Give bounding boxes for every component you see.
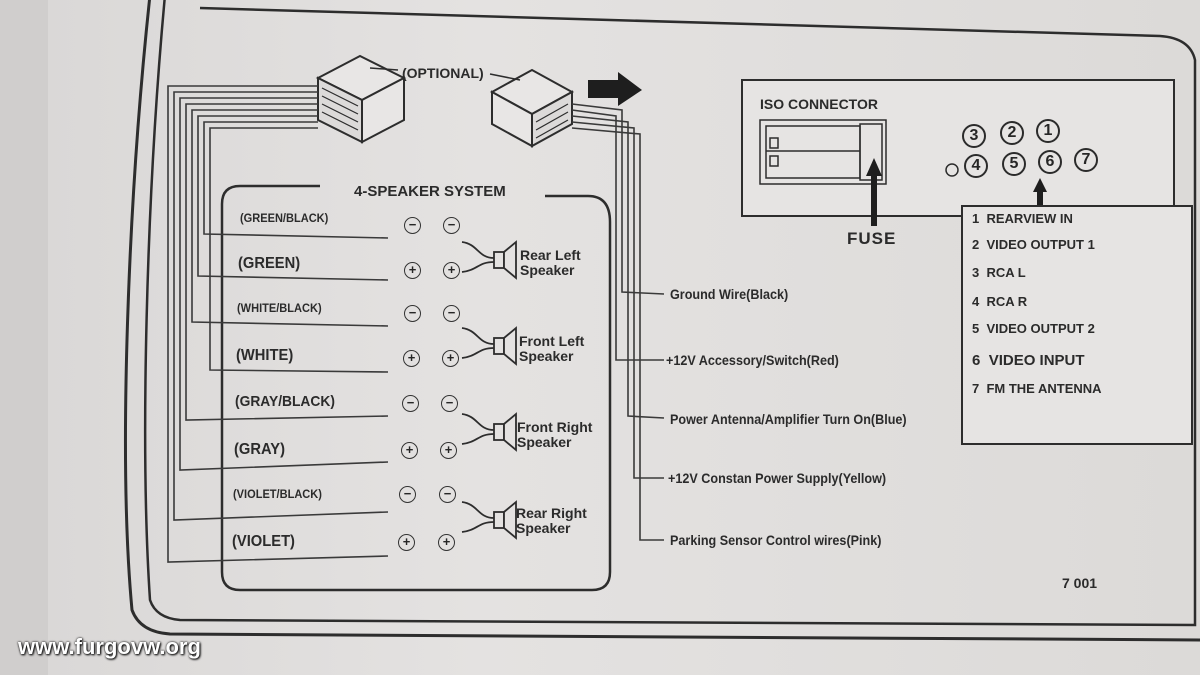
fuse-label: FUSE [847,229,897,248]
function-wire-bundle [571,103,665,541]
wire-label-violet: (VIOLET) [232,533,295,550]
speaker-icon-front-right [461,412,517,452]
wire-label-constant-power: +12V Constan Power Supply(Yellow) [668,470,887,486]
plus-icon: + [438,534,455,551]
minus-icon: − [402,395,419,412]
speaker-icon-front-left [461,326,517,366]
minus-icon: − [404,217,421,234]
plus-icon: + [398,534,415,551]
plus-icon: + [403,350,420,367]
wire-label-white-black: (WHITE/BLACK) [237,301,322,315]
iso-item: 5 VIDEO OUTPUT 2 [972,321,1095,336]
speaker-symbols [461,240,517,540]
iso-item: 2 VIDEO OUTPUT 1 [972,237,1095,252]
outer-frame [124,0,1200,642]
iso-item: 7 FM THE ANTENNA [972,381,1102,396]
speaker-system-title: 4-SPEAKER SYSTEM [350,184,510,199]
iso-item: 1 REARVIEW IN [972,211,1073,226]
inner-frame [143,0,1197,627]
pin-number-2: 2 [1000,121,1024,145]
plus-icon: + [443,262,460,279]
wire-label-ground: Ground Wire(Black) [670,286,789,302]
wire-label-violet-black: (VIOLET/BLACK) [233,487,322,501]
left-connector [315,54,407,144]
wire-label-green-black: (GREEN/BLACK) [240,211,329,225]
wire-label-gray-black: (GRAY/BLACK) [235,393,335,410]
plus-icon: + [440,442,457,459]
wire-label-white: (WHITE) [236,347,294,364]
small-dot [945,163,959,177]
minus-icon: − [439,486,456,503]
pin-number-6: 6 [1038,150,1062,174]
pin-number-3: 3 [962,124,986,148]
speaker-icon-rear-right [461,500,517,540]
pin-number-4: 4 [964,154,988,178]
page-edge [0,0,48,675]
speaker-system-box [220,184,612,592]
wire-label-power-antenna: Power Antenna/Amplifier Turn On(Blue) [670,411,907,427]
iso-legend-box [961,205,1193,445]
speaker-wire-bundle [167,85,389,563]
minus-icon: − [443,217,460,234]
iso-item: 3 RCA L [972,265,1026,280]
speaker-icon-rear-left [461,240,517,280]
optional-label: (OPTIONAL) [402,65,484,81]
iso-title: ISO CONNECTOR [760,96,878,112]
right-connector [489,68,575,148]
pin-number-1: 1 [1036,119,1060,143]
minus-icon: − [399,486,416,503]
fuse-arrow [866,158,882,226]
wire-label-parking-sensor: Parking Sensor Control wires(Pink) [670,532,882,548]
direction-arrow [588,72,642,106]
minus-icon: − [404,305,421,322]
iso-item: 4 RCA R [972,294,1028,309]
wire-label-gray: (GRAY) [234,441,285,458]
wire-label-green: (GREEN) [238,255,301,272]
iso-item: 6 VIDEO INPUT [972,352,1085,369]
pin-number-7: 7 [1074,148,1098,172]
plus-icon: + [442,350,459,367]
iso-panel [741,79,1175,217]
wire-label-accessory: +12V Accessory/Switch(Red) [666,352,839,368]
plus-icon: + [404,262,421,279]
minus-icon: − [443,305,460,322]
watermark: www.furgovw.org [18,634,201,659]
pin-arrow [1033,178,1047,208]
minus-icon: − [441,395,458,412]
pin-number-5: 5 [1002,152,1026,176]
page-code: 7 001 [1062,575,1098,591]
plus-icon: + [401,442,418,459]
